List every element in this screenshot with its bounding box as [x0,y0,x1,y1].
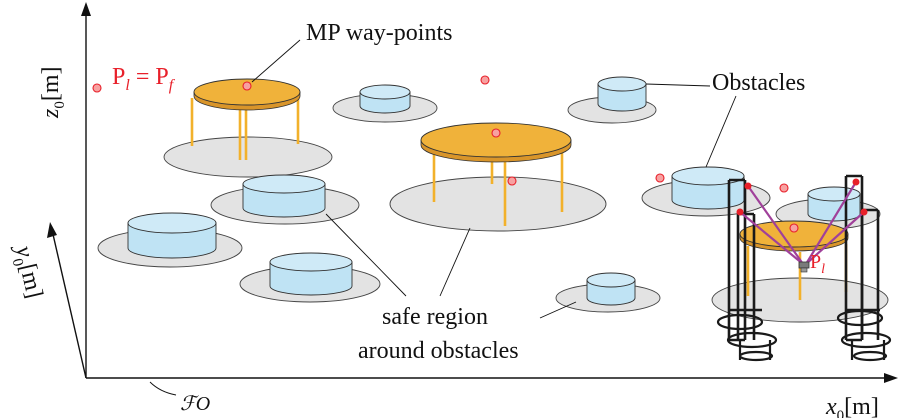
z-axis-label: z0[m] [38,67,68,120]
pl-robot-label: Pl [810,251,825,277]
obstacle-cylinder [127,212,217,259]
safe-region [163,136,333,178]
end-effector [798,261,810,273]
obstacle-cylinder [807,186,861,222]
leader-obstacles-1 [645,83,711,87]
z-axis-arrowhead [81,2,91,16]
obstacle-cylinder [359,84,411,114]
leader-safe-region-2 [439,227,471,297]
platform-waypoint-1 [190,78,301,160]
waypoint-dot [491,128,501,138]
robot-wheels [716,309,892,362]
waypoint-dot [480,75,490,85]
obstacles-label: Obstacles [712,70,805,96]
axis-arrowheads [47,2,898,383]
y-axis-arrowhead [47,222,57,238]
waypoint-dot [779,183,789,193]
leader-safe-region-3 [539,301,577,319]
obstacle-cylinder [597,76,647,112]
waypoint-dot [242,81,252,91]
leader-obstacles-2 [705,95,737,168]
x-axis-label: x0[m] [825,394,879,418]
axes [51,10,888,379]
frame-label-hook [149,381,177,396]
safe-region [389,176,607,232]
leader-safe-region-1 [325,213,407,297]
waypoint-dot [655,173,665,183]
pl-equals-pf-label: Pl = Pf [112,64,176,94]
mp-waypoints-label: MP way-points [306,20,452,46]
waypoint-dot [507,176,517,186]
x-axis-arrowhead [884,373,898,383]
obstacle-cylinder [671,166,745,210]
obstacle-cylinder [586,272,636,306]
leader-mp-waypoints [251,39,301,83]
safe-region-label-line2: around obstacles [358,338,519,364]
cable-robot [716,174,892,362]
obstacle-cylinder [242,174,326,218]
waypoint-dot [789,223,799,233]
obstacles [127,76,861,306]
y-axis [51,229,87,379]
cable-anchor-points [736,178,868,216]
waypoint-dot [92,83,102,93]
waypoints [92,75,799,233]
platform-waypoint-2 [420,122,572,226]
frame-label: ℱO [180,393,210,415]
obstacle-cylinder [269,252,353,296]
robot-cables [739,181,865,265]
leader-lines [149,39,737,396]
safe-region-label-line1: safe region [382,304,488,330]
robot-frame [727,174,880,342]
y-axis-label: y0[m] [6,242,48,302]
